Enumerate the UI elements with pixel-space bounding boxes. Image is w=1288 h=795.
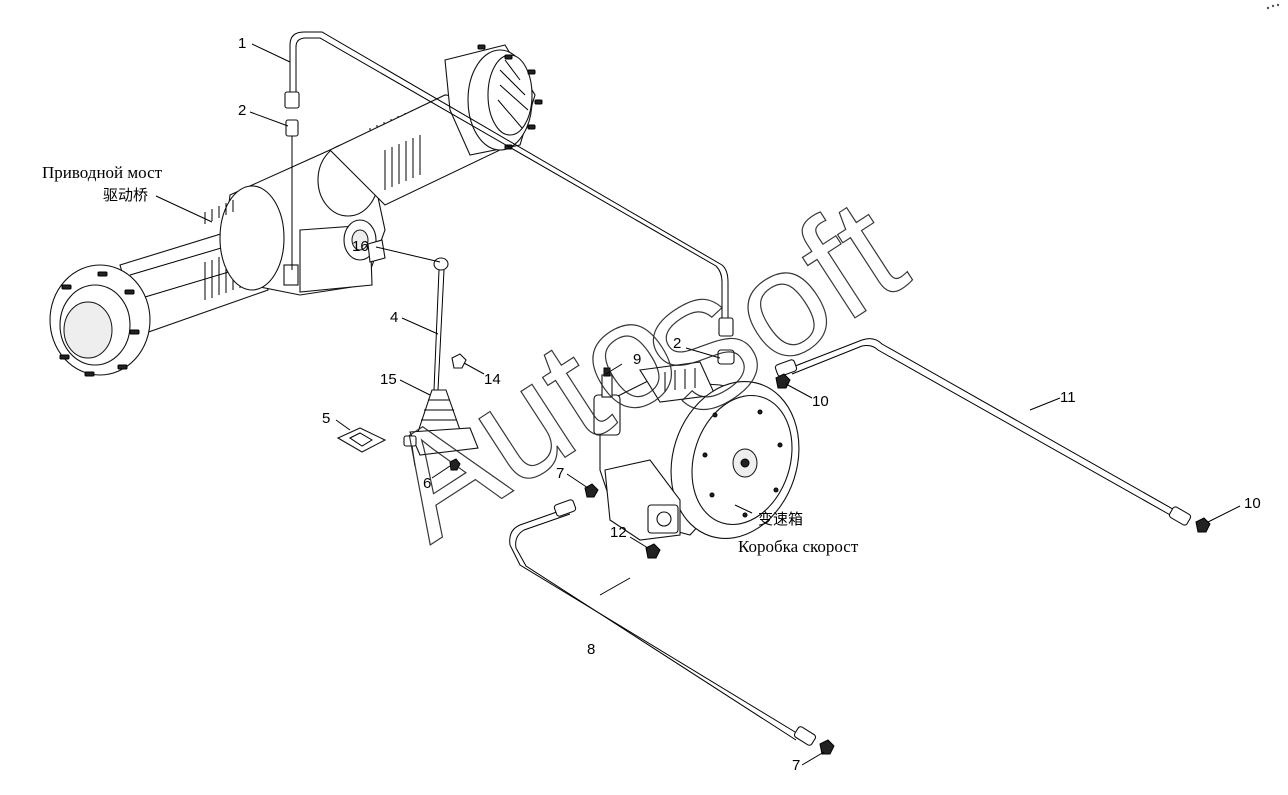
callout-5: 5	[322, 410, 330, 427]
callout-12: 12	[610, 524, 627, 541]
callout-6: 6	[423, 475, 431, 492]
callout-2-axle: 2	[238, 102, 246, 119]
callout-4: 4	[390, 309, 398, 326]
callout-8: 8	[587, 641, 595, 658]
callout-1: 1	[238, 35, 246, 52]
fitting-6	[449, 458, 461, 471]
fitting-2-axle	[285, 119, 299, 270]
pipe-8	[509, 499, 817, 746]
fitting-12	[645, 543, 661, 559]
callout-10-gearbox: 10	[812, 393, 829, 410]
callout-15: 15	[380, 371, 397, 388]
fitting-10	[775, 373, 1211, 533]
pipe-11	[774, 338, 1192, 526]
callout-9: 9	[633, 351, 641, 368]
callout-16: 16	[352, 238, 369, 255]
fitting-7	[584, 483, 835, 755]
callout-7-pipe: 7	[792, 757, 800, 774]
callout-14: 14	[484, 371, 501, 388]
nut-14	[451, 353, 467, 369]
gearbox	[593, 349, 800, 541]
drive-axle	[49, 44, 543, 377]
callouts: 1 2 16 4 15 14 5 6 9 2 10 11 10 7 12 8 7	[238, 35, 1261, 774]
leader-lines	[155, 43, 1241, 766]
axle-caption-cn: 驱动桥	[103, 186, 148, 204]
callout-7-gearbox: 7	[556, 465, 564, 482]
corner-mark	[1266, 3, 1280, 10]
gearbox-caption-ru: Коробка скорост	[738, 537, 859, 556]
callout-2-gearbox: 2	[673, 335, 681, 352]
plate-5	[336, 427, 387, 453]
gearbox-caption-cn: 变速箱	[758, 510, 803, 528]
axle-caption-ru: Приводной мост	[42, 163, 163, 182]
callout-11: 11	[1060, 389, 1076, 406]
pipe-1	[284, 31, 734, 337]
shift-lever	[403, 257, 479, 467]
callout-10-pipe: 10	[1244, 495, 1261, 512]
